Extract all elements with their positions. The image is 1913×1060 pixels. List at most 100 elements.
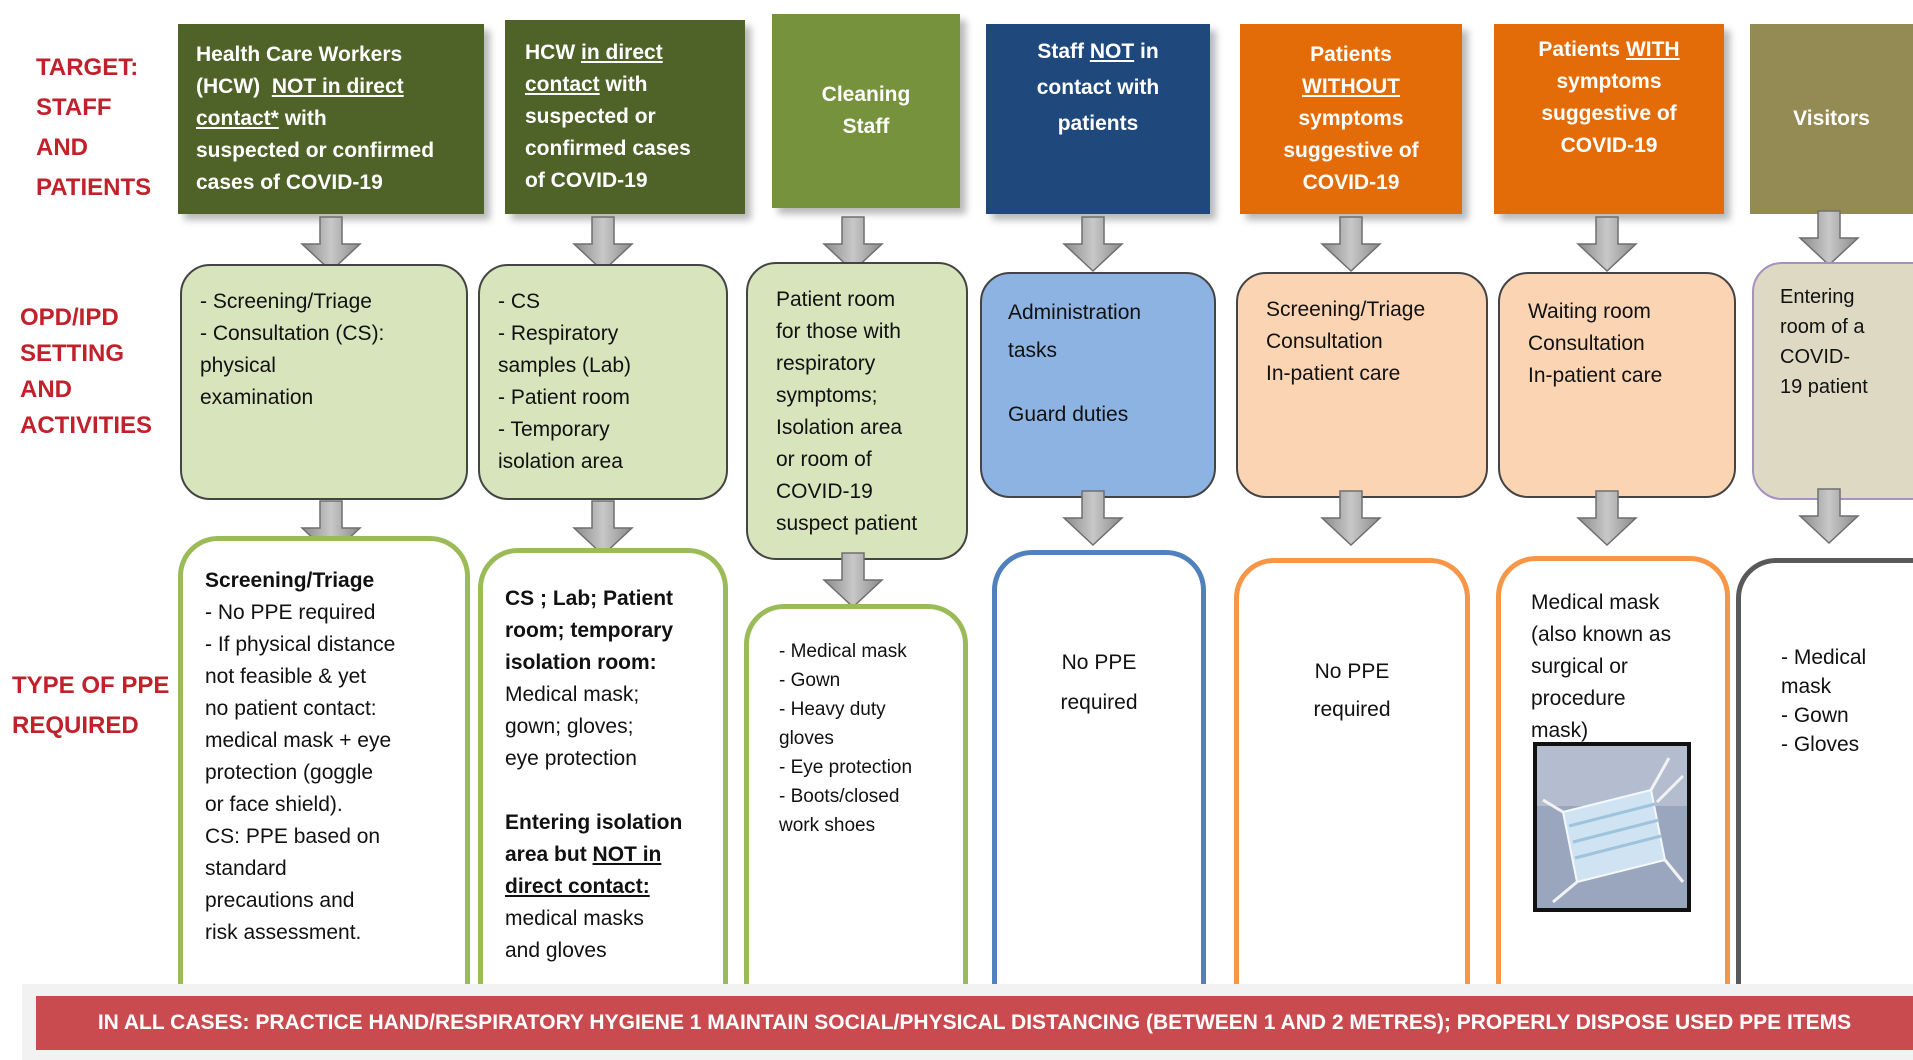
ppe-box-visitors: - Medical mask - Gown - Gloves	[1736, 558, 1913, 986]
activities-box-cleaning-staff: Patient room for those with respiratory …	[746, 262, 968, 560]
activity-line: - Respiratory	[498, 322, 619, 345]
header-visitors: Visitors	[1750, 24, 1913, 214]
row-label-line: STAFF	[36, 94, 112, 121]
header-line: Cleaning	[821, 83, 911, 106]
activity-line: Consultation	[1266, 330, 1383, 353]
header-line: of COVID-19	[525, 169, 648, 192]
activity-line: COVID-19	[776, 480, 873, 503]
activity-line: physical	[200, 354, 276, 377]
ppe-line: No PPE	[1061, 651, 1137, 674]
header-line: cases of COVID-19	[196, 171, 383, 194]
activity-line: In-patient care	[1266, 362, 1401, 385]
header-patients-without-symptoms: Patients WITHOUT symptoms suggestive of …	[1240, 24, 1462, 214]
ppe-line: - No PPE required	[205, 601, 376, 624]
row-label-setting: OPD/IPD SETTING AND ACTIVITIES	[20, 300, 152, 444]
ppe-line: medical masks	[505, 907, 644, 930]
row-label-line: TARGET:	[36, 54, 139, 81]
ppe-line: No PPE	[1314, 660, 1390, 683]
header-patients-with-symptoms: Patients WITH symptoms suggestive of COV…	[1494, 24, 1724, 214]
activity-line: Waiting room	[1528, 300, 1651, 323]
activity-line: for those with	[776, 320, 901, 343]
activity-line: respiratory	[776, 352, 876, 375]
row-label-ppe: TYPE OF PPE REQUIRED	[12, 666, 169, 746]
activity-line: tasks	[1008, 339, 1058, 362]
ppe-box-cleaning-staff: - Medical mask - Gown - Heavy duty glove…	[744, 604, 968, 986]
activity-line: Guard duties	[1008, 403, 1129, 426]
ppe-line: risk assessment.	[205, 921, 362, 944]
header-line: Health Care Workers	[196, 43, 403, 66]
ppe-line: protection (goggle	[205, 761, 374, 784]
activity-line: 19 patient	[1780, 376, 1868, 398]
ppe-line: mask)	[1531, 719, 1589, 742]
activity-line: Screening/Triage	[1266, 298, 1426, 321]
row-label-line: PATIENTS	[36, 174, 152, 201]
ppe-line: Medical mask;	[505, 683, 640, 706]
header-line: suggestive of	[1283, 139, 1419, 162]
header-line: COVID-19	[1560, 134, 1658, 157]
ppe-line: Medical mask	[1531, 591, 1660, 614]
activity-line: COVID-	[1780, 346, 1850, 368]
header-line: symptoms	[1298, 107, 1404, 130]
activities-box-visitors: Entering room of a COVID- 19 patient	[1752, 262, 1913, 500]
activity-line: Isolation area	[776, 416, 903, 439]
activity-line: - Temporary	[498, 418, 610, 441]
down-arrow-icon	[1320, 490, 1382, 546]
ppe-line: - Medical mask	[779, 641, 907, 662]
ppe-line: CS: PPE based on	[205, 825, 381, 848]
activity-line: Administration	[1008, 301, 1142, 324]
header-staff-not-in-contact: Staff NOT in contact with patients	[986, 24, 1210, 214]
ppe-line: - Medical	[1781, 646, 1867, 669]
ppe-line: area but NOT in	[505, 843, 662, 866]
activity-line: examination	[200, 386, 314, 409]
activity-line: symptoms;	[776, 384, 878, 407]
activity-line: samples (Lab)	[498, 354, 632, 377]
ppe-line: mask	[1781, 675, 1832, 698]
activity-line: room of a	[1780, 316, 1865, 338]
down-arrow-icon	[822, 552, 884, 608]
ppe-line: CS ; Lab; Patient	[505, 587, 674, 610]
activity-line: - Screening/Triage	[200, 290, 372, 313]
activities-box-patients-with-symptoms: Waiting room Consultation In-patient car…	[1498, 272, 1736, 498]
header-line: Visitors	[1793, 107, 1870, 130]
ppe-line: (also known as	[1531, 623, 1672, 646]
header-line: patients	[1057, 112, 1139, 135]
ppe-line: standard	[205, 857, 287, 880]
header-hcw-direct: HCW in direct contact with suspected or …	[505, 20, 745, 214]
medical-mask-photo	[1533, 742, 1691, 912]
row-label-line: REQUIRED	[12, 712, 139, 739]
down-arrow-icon	[1320, 216, 1382, 272]
ppe-box-patients-without-symptoms: No PPE required	[1234, 558, 1470, 986]
header-line: Staff NOT in	[1037, 40, 1159, 63]
down-arrow-icon	[1798, 488, 1860, 544]
ppe-line: procedure	[1531, 687, 1626, 710]
activity-line: - Patient room	[498, 386, 630, 409]
activity-line: Consultation	[1528, 332, 1645, 355]
ppe-line: room; temporary	[505, 619, 674, 642]
activity-line: suspect patient	[776, 512, 918, 535]
ppe-line: - Gown	[1781, 704, 1849, 727]
header-line: Patients WITH	[1538, 38, 1680, 61]
ppe-line: direct contact:	[505, 875, 650, 898]
activities-box-patients-without-symptoms: Screening/Triage Consultation In-patient…	[1236, 272, 1488, 498]
header-line: confirmed cases	[525, 137, 691, 160]
ppe-box-hcw-direct: CS ; Lab; Patient room; temporary isolat…	[478, 548, 728, 986]
ppe-line: gown; gloves;	[505, 715, 634, 738]
down-arrow-icon	[1062, 216, 1124, 272]
activities-box-hcw-not-direct: - Screening/Triage - Consultation (CS): …	[180, 264, 468, 500]
ppe-line: - Gloves	[1781, 733, 1860, 756]
activity-line: In-patient care	[1528, 364, 1663, 387]
row-label-line: OPD/IPD	[20, 304, 119, 331]
ppe-line: and gloves	[505, 939, 607, 962]
ppe-line: work shoes	[779, 815, 876, 836]
row-label-target: TARGET: STAFF AND PATIENTS	[36, 48, 151, 208]
ppe-line: medical mask + eye	[205, 729, 392, 752]
ppe-line: precautions and	[205, 889, 355, 912]
ppe-line: Entering isolation	[505, 811, 683, 834]
ppe-line: - Boots/closed	[779, 786, 900, 807]
ppe-line: - Eye protection	[779, 757, 913, 778]
header-hcw-not-direct: Health Care Workers (HCW) NOT in direct …	[178, 24, 484, 214]
header-line: Staff	[842, 115, 890, 138]
ppe-line: isolation room:	[505, 651, 657, 674]
header-line: contact with	[1036, 76, 1160, 99]
header-line: suspected or	[525, 105, 656, 128]
